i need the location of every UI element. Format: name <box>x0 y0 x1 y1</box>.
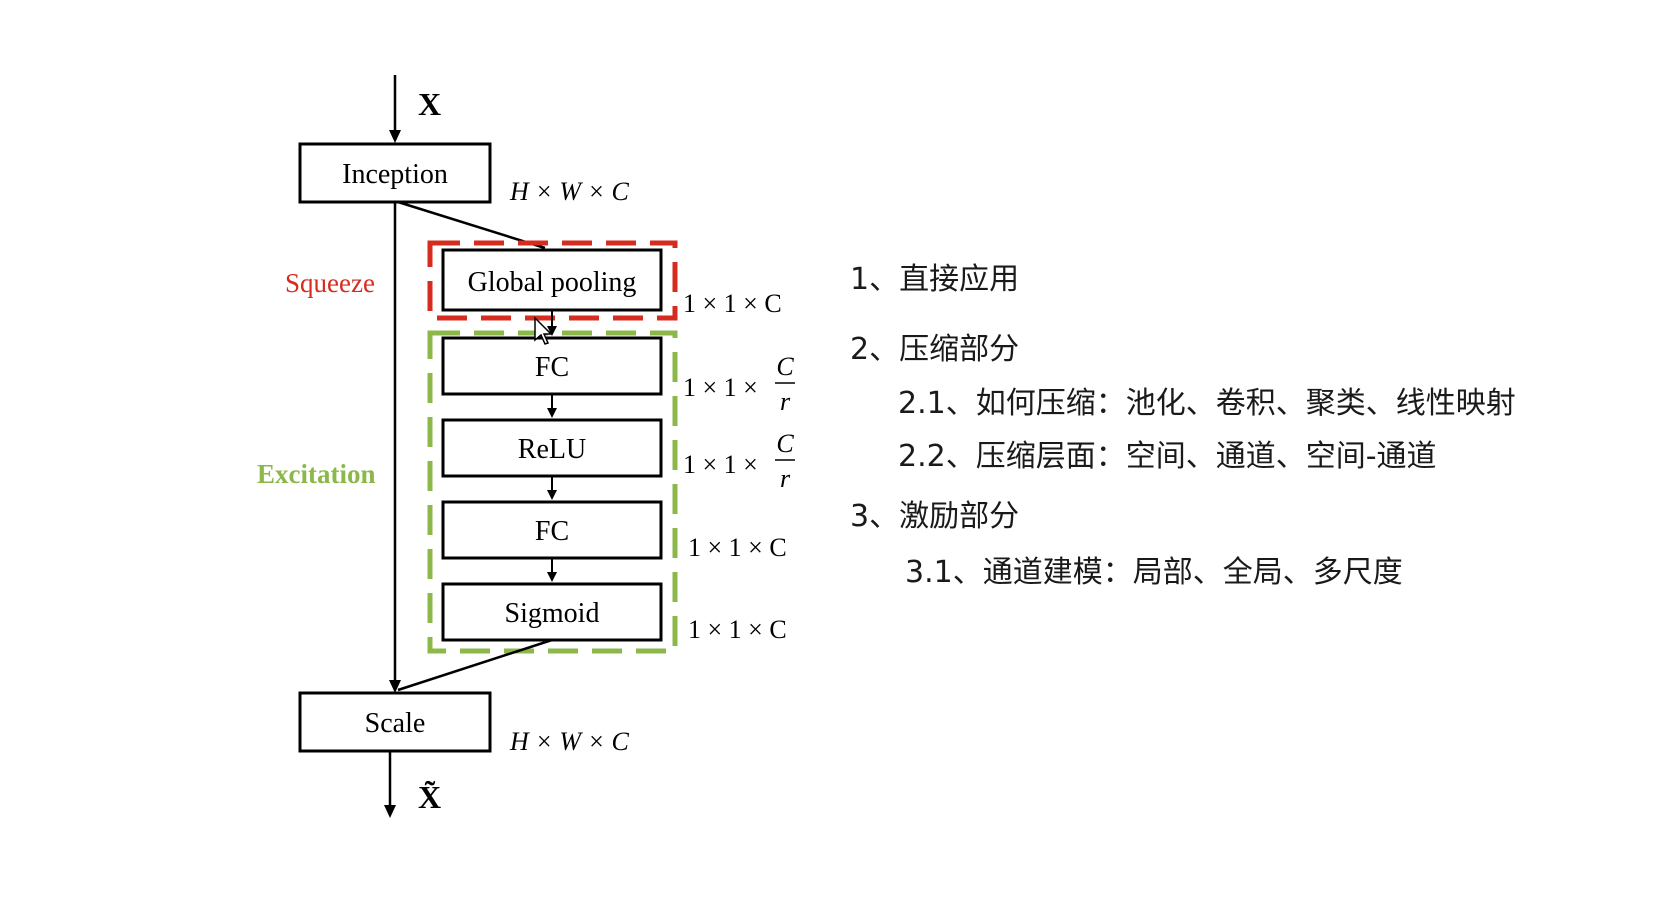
fc1-to-relu-arrow-head <box>547 408 557 418</box>
note-item-2: 2、压缩部分 <box>850 332 1020 367</box>
sigmoid-box <box>441 582 663 642</box>
output-label: X̃ <box>418 779 441 815</box>
mouse-cursor-icon <box>534 316 553 345</box>
fc1-dim: 1 × 1 × <box>683 373 758 402</box>
scale-dim: H × W × C <box>509 727 630 756</box>
inception-label: Inception <box>342 159 448 190</box>
global-pooling-label: Global pooling <box>468 267 637 298</box>
fc1-frac-den: r <box>780 387 791 416</box>
branch-line-top <box>397 200 546 250</box>
global-pooling-dim: 1 × 1 × C <box>683 289 782 318</box>
pool-to-fc-arrow-head <box>547 326 557 336</box>
output-arrow-head <box>384 805 396 818</box>
input-label: X <box>418 86 441 122</box>
relu-label: ReLU <box>518 434 586 465</box>
note-item-3-1: 3.1、通道建模：局部、全局、多尺度 <box>905 555 1403 590</box>
scale-label: Scale <box>365 708 426 739</box>
note-item-2-1: 2.1、如何压缩：池化、卷积、聚类、线性映射 <box>898 386 1516 421</box>
branch-line-bottom <box>397 638 553 692</box>
fc2-box <box>441 500 663 560</box>
note-item-2-2: 2.2、压缩层面：空间、通道、空间-通道 <box>898 439 1437 474</box>
fc1-label: FC <box>535 352 569 383</box>
inception-dim: H × W × C <box>509 177 630 206</box>
squeeze-label: Squeeze <box>285 268 375 298</box>
scale-box <box>298 691 492 753</box>
fc2-to-sigmoid-arrow-head <box>547 572 557 582</box>
skip-arrow-head <box>389 680 401 693</box>
relu-dim: 1 × 1 × <box>683 450 758 479</box>
excitation-dashed-box <box>427 330 678 654</box>
note-item-3: 3、激励部分 <box>850 499 1020 534</box>
relu-frac-num: C <box>776 429 794 458</box>
inception-box <box>298 142 492 204</box>
sigmoid-dim: 1 × 1 × C <box>688 615 787 644</box>
fc2-label: FC <box>535 516 569 547</box>
relu-to-fc2-arrow-head <box>547 490 557 500</box>
relu-frac-den: r <box>780 464 791 493</box>
excitation-label: Excitation <box>257 459 376 489</box>
note-item-1: 1、直接应用 <box>850 262 1020 297</box>
input-arrow-head <box>389 130 401 143</box>
fc2-dim: 1 × 1 × C <box>688 533 787 562</box>
fc1-frac-num: C <box>776 352 794 381</box>
sigmoid-label: Sigmoid <box>505 598 600 629</box>
